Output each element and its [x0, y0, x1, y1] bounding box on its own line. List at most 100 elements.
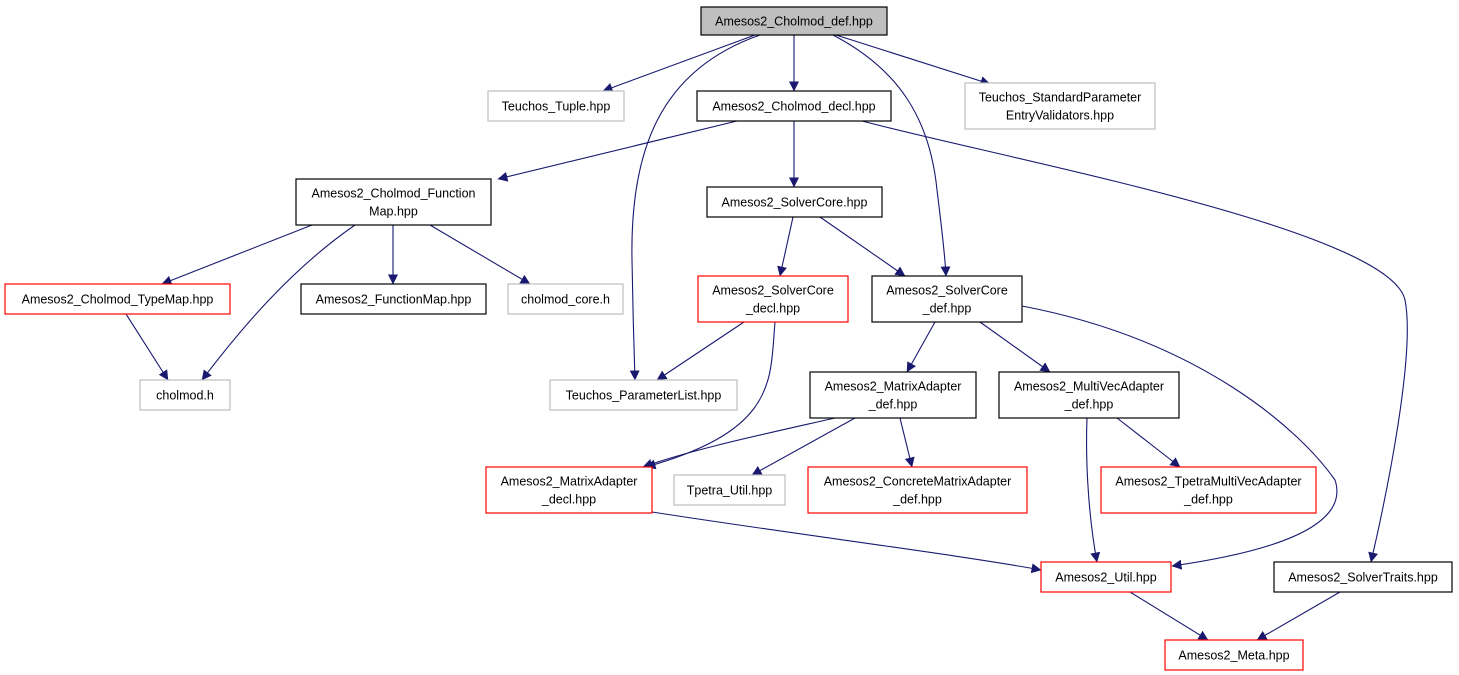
node-box [1273, 561, 1453, 593]
node-box [4, 283, 231, 315]
node-box [1040, 561, 1172, 593]
node-label: Amesos2_FunctionMap.hpp [316, 293, 472, 307]
node-box [809, 371, 977, 419]
node-cholmod_typemap[interactable]: Amesos2_Cholmod_TypeMap.hpp [4, 283, 231, 315]
edge-solvercore_def-to-matrixadapter_def [906, 321, 936, 373]
edge-cholmod_typemap-to-cholmod_h [125, 313, 169, 381]
node-label: Amesos2_Meta.hpp [1178, 649, 1289, 663]
node-box [1164, 639, 1304, 671]
edge-solvercore-to-solvercore_def [819, 216, 906, 277]
node-label: Teuchos_ParameterList.hpp [566, 389, 722, 403]
edge-multivecadapter_def-to-tpetramultivecadapter_def [1116, 417, 1181, 468]
node-teuchos_plist[interactable]: Teuchos_ParameterList.hpp [549, 379, 738, 411]
node-multivecadapter_def[interactable]: Amesos2_MultiVecAdapter _def.hpp [998, 371, 1180, 419]
edge-solvercore_def-to-multivecadapter_def [979, 321, 1051, 373]
node-label: EntryValidators.hpp [1006, 109, 1114, 123]
node-label: Amesos2_MatrixAdapter [501, 475, 638, 489]
edge-cholmod_fmap-to-cholmod_h [201, 224, 356, 381]
node-label: Amesos2_Cholmod_TypeMap.hpp [22, 293, 214, 307]
edge-matrixadapter_def-to-tpetra_util [751, 417, 856, 476]
node-tpetramultivecadapter_def[interactable]: Amesos2_TpetraMultiVecAdapter _def.hpp [1100, 466, 1317, 514]
node-label: Amesos2_TpetraMultiVecAdapter [1115, 475, 1301, 489]
node-cholmod_fmap[interactable]: Amesos2_Cholmod_FunctionMap.hpp [295, 178, 492, 226]
node-label: Amesos2_SolverCore [712, 284, 834, 298]
edge-solvercore_decl-to-teuchos_plist [656, 321, 745, 381]
node-solvertraits[interactable]: Amesos2_SolverTraits.hpp [1273, 561, 1453, 593]
node-matrixadapter_def[interactable]: Amesos2_MatrixAdapter _def.hpp [809, 371, 977, 419]
edge-cholmod_def-to-teuchos_plist [629, 34, 761, 381]
node-box [998, 371, 1180, 419]
node-label: Amesos2_Cholmod_def.hpp [715, 15, 873, 29]
edge-matrixadapter_decl-to-util [651, 511, 1042, 574]
node-box [507, 283, 624, 315]
node-box [700, 6, 888, 36]
node-box [673, 474, 786, 506]
node-matrixadapter_decl[interactable]: Amesos2_MatrixAdapter _decl.hpp [485, 466, 653, 514]
node-label: Map.hpp [369, 205, 418, 219]
node-box [487, 90, 625, 122]
node-solvercore_decl[interactable]: Amesos2_SolverCore _decl.hpp [697, 275, 849, 323]
node-functionmap[interactable]: Amesos2_FunctionMap.hpp [300, 283, 487, 315]
node-concretematrixadapter_def[interactable]: Amesos2_ConcreteMatrixAdapter _def.hpp [807, 466, 1028, 514]
node-box [549, 379, 738, 411]
node-box [1100, 466, 1317, 514]
node-label: _def.hpp [1064, 398, 1114, 412]
node-teuchos_spev[interactable]: Teuchos_StandardParameterEntryValidators… [964, 82, 1156, 130]
node-label: Amesos2_SolverCore.hpp [722, 196, 868, 210]
nodes-layer: Amesos2_Cholmod_def.hppTeuchos_Tuple.hpp… [4, 6, 1453, 671]
node-box [139, 379, 231, 411]
node-cholmod_def[interactable]: Amesos2_Cholmod_def.hpp [700, 6, 888, 36]
node-label: _def.hpp [892, 493, 942, 507]
node-label: _decl.hpp [541, 493, 596, 507]
node-tpetra_util[interactable]: Tpetra_Util.hpp [673, 474, 786, 506]
node-label: Teuchos_StandardParameter [979, 91, 1142, 105]
node-meta[interactable]: Amesos2_Meta.hpp [1164, 639, 1304, 671]
node-box [807, 466, 1028, 514]
edge-cholmod_fmap-to-cholmod_typemap [161, 224, 313, 286]
node-solvercore[interactable]: Amesos2_SolverCore.hpp [706, 186, 883, 218]
node-label: _decl.hpp [745, 302, 800, 316]
edge-solvertraits-to-meta [1256, 591, 1341, 641]
edge-cholmod_def-to-teuchos_tuple [602, 34, 756, 93]
node-box [697, 275, 849, 323]
node-label: Tpetra_Util.hpp [687, 484, 773, 498]
node-util[interactable]: Amesos2_Util.hpp [1040, 561, 1172, 593]
node-label: _def.hpp [868, 398, 918, 412]
edges-layer [125, 34, 1408, 641]
edge-solvercore-to-solvercore_decl [777, 216, 794, 277]
node-teuchos_tuple[interactable]: Teuchos_Tuple.hpp [487, 90, 625, 122]
edge-solvercore_def-to-util [1021, 305, 1338, 570]
node-cholmod_core[interactable]: cholmod_core.h [507, 283, 624, 315]
node-label: Amesos2_MatrixAdapter [825, 380, 962, 394]
node-label: Amesos2_Cholmod_decl.hpp [712, 100, 875, 114]
node-cholmod_h[interactable]: cholmod.h [139, 379, 231, 411]
node-label: Amesos2_SolverTraits.hpp [1288, 571, 1438, 585]
node-box [964, 82, 1156, 130]
node-label: Teuchos_Tuple.hpp [502, 100, 611, 114]
node-label: _def.hpp [922, 302, 972, 316]
edge-util-to-meta [1129, 591, 1209, 641]
node-cholmod_decl[interactable]: Amesos2_Cholmod_decl.hpp [696, 90, 892, 122]
node-label: _def.hpp [1183, 493, 1233, 507]
node-box [485, 466, 653, 514]
node-label: Amesos2_Util.hpp [1055, 571, 1156, 585]
node-label: Amesos2_MultiVecAdapter [1014, 380, 1164, 394]
edge-cholmod_def-to-solvercore_def [832, 34, 951, 277]
edge-matrixadapter_def-to-concretematrixadapter_def [899, 417, 915, 468]
node-solvercore_def[interactable]: Amesos2_SolverCore_def.hpp [871, 275, 1023, 323]
node-box [295, 178, 492, 226]
node-box [871, 275, 1023, 323]
node-label: Amesos2_ConcreteMatrixAdapter [824, 475, 1012, 489]
node-box [696, 90, 892, 122]
edge-cholmod_decl-to-cholmod_fmap [497, 120, 738, 182]
node-label: cholmod.h [156, 389, 214, 403]
edge-multivecadapter_def-to-util [1086, 417, 1101, 563]
edge-cholmod_fmap-to-cholmod_core [429, 224, 531, 285]
node-box [706, 186, 883, 218]
node-box [300, 283, 487, 315]
node-label: Amesos2_Cholmod_Function [312, 187, 476, 201]
edge-matrixadapter_def-to-matrixadapter_decl [642, 417, 836, 469]
edge-cholmod_decl-to-solvertraits [861, 120, 1408, 563]
node-label: cholmod_core.h [521, 293, 610, 307]
